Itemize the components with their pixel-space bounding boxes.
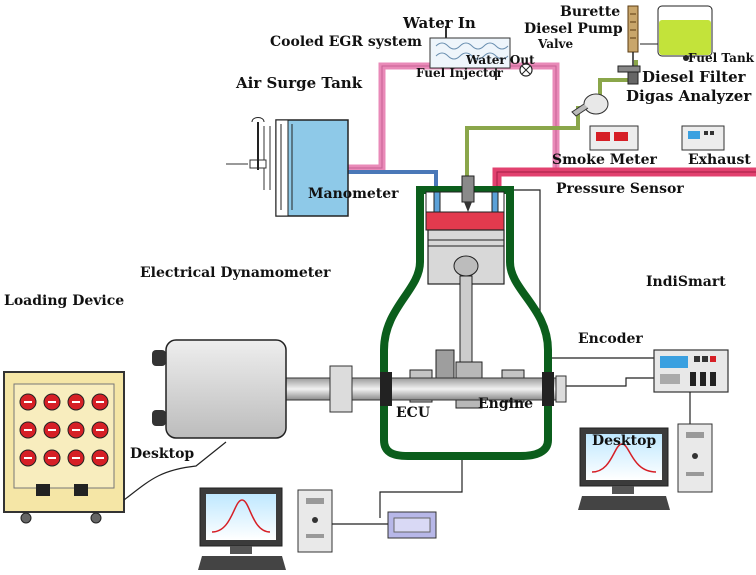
label-engine: Engine [478, 396, 534, 412]
air-surge-tank [226, 119, 349, 217]
label-water-in: Water In [403, 14, 476, 32]
label-cooled-egr: Cooled EGR system [270, 34, 422, 50]
label-electrical-dynamometer: Electrical Dynamometer [140, 265, 331, 281]
label-digas-analyzer: Digas Analyzer [626, 87, 752, 105]
label-diesel-filter: Diesel Filter [642, 68, 746, 86]
diesel-pump-icon [617, 65, 641, 73]
label-desktop-left: Desktop [130, 446, 195, 462]
egr-cooler [429, 26, 511, 80]
digas-analyzer-icon [571, 93, 609, 117]
diesel-filter-icon [627, 71, 639, 85]
label-diesel-pump: Diesel Pump [524, 21, 623, 37]
label-loading-device: Loading Device [4, 293, 125, 309]
label-air-surge-tank: Air Surge Tank [236, 74, 363, 92]
exhaust-pipe [492, 167, 756, 190]
label-manometer: Manometer [308, 186, 399, 202]
indismart-unit [653, 349, 729, 393]
manometer-icon [251, 117, 265, 170]
label-desktop-right: Desktop [592, 433, 657, 449]
desktop-left-computer [198, 487, 333, 570]
fuel-tank [640, 5, 713, 61]
burette [627, 5, 639, 66]
ecu-line [379, 450, 463, 518]
label-burette: Burette [560, 4, 621, 20]
label-smoke-meter: Smoke Meter [552, 152, 657, 168]
loading-device-cable [123, 441, 227, 501]
electrical-dynamometer [152, 339, 287, 439]
label-fuel-tank: Fuel Tank [688, 51, 754, 65]
smoke-meter-device [589, 125, 639, 151]
label-fuel-injector: Fuel Injector [416, 66, 503, 80]
label-water-out: Water Out [466, 53, 535, 67]
signal-amplifier-box [387, 511, 437, 539]
encoder-line [566, 377, 654, 387]
exhaust-gas-analyzer-device [681, 125, 725, 151]
encoder-icon [555, 375, 567, 403]
loading-device [3, 371, 125, 524]
label-pressure-sensor: Pressure Sensor [556, 181, 684, 197]
label-ecu: ECU [396, 405, 431, 421]
valve-icon [519, 63, 533, 77]
egr-pipe [348, 62, 560, 172]
intake-pipe [348, 170, 438, 190]
label-exhaust: Exhaust [688, 152, 751, 168]
desktop-right-computer [578, 423, 713, 510]
pressure-sensor-line [510, 189, 654, 359]
label-encoder: Encoder [578, 331, 643, 347]
label-valve: Valve [538, 37, 574, 51]
label-indismart: IndiSmart [646, 274, 726, 290]
